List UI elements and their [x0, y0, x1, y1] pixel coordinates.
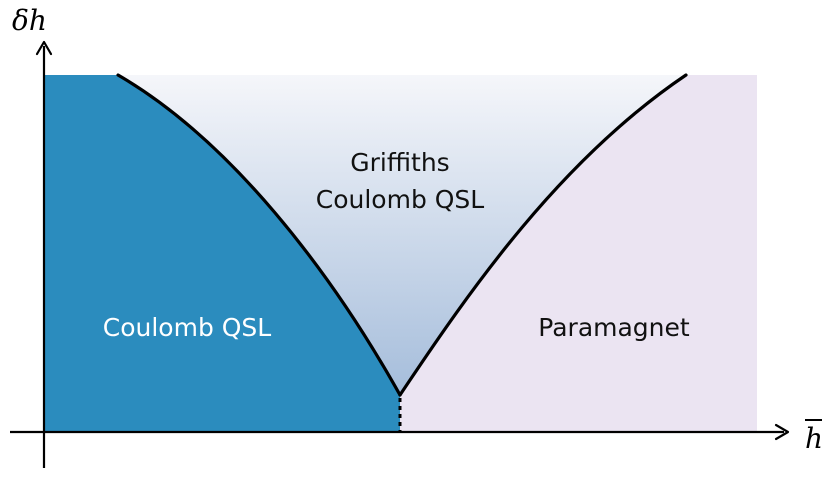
x-axis-arrowhead — [774, 423, 790, 441]
paramagnet-region — [400, 75, 757, 432]
coulomb-qsl-label: Coulomb QSL — [103, 313, 272, 342]
griffiths-label-line2: Coulomb QSL — [316, 185, 485, 214]
paramagnet-label: Paramagnet — [538, 313, 690, 342]
x-axis-label: h — [805, 422, 823, 455]
right-phase-boundary — [398, 73, 688, 397]
y-axis-arrowhead — [35, 40, 53, 56]
left-phase-boundary — [116, 73, 402, 397]
griffiths-region — [118, 75, 686, 395]
coulomb-qsl-region — [44, 75, 400, 432]
griffiths-label-line1: Griffiths — [350, 148, 449, 177]
y-axis-label: δh — [12, 4, 47, 37]
